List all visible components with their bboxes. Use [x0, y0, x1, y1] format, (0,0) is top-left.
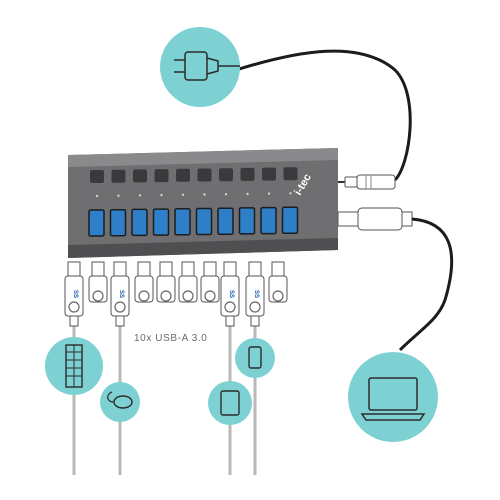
usb-port: [88, 209, 105, 237]
port-switch-button[interactable]: [154, 169, 169, 183]
port-led: [267, 192, 271, 195]
port-led: [138, 194, 142, 197]
mouse-icon: [100, 382, 140, 422]
port-switch-button[interactable]: [262, 167, 276, 181]
port-switch-button[interactable]: [240, 167, 255, 181]
usb-port: [109, 208, 127, 237]
usb-logo-label: SS: [228, 290, 234, 298]
usb-a-plug-cap: [134, 261, 154, 303]
usb-port: [217, 207, 234, 235]
port-switch-button[interactable]: [197, 168, 212, 182]
hub-switch-row: [90, 167, 298, 198]
usb-port: [281, 206, 299, 235]
power-cable: [235, 49, 412, 182]
port-led: [117, 194, 120, 197]
laptop-cable: [398, 217, 454, 352]
port-switch-button[interactable]: [176, 168, 190, 182]
port-switch-button[interactable]: [283, 167, 298, 181]
port-caption: 10x USB-A 3.0: [134, 333, 208, 344]
port-led: [160, 193, 163, 197]
laptop-icon: [348, 352, 438, 442]
usb-plug-icon: [337, 207, 413, 231]
usb-a-plug: SS: [220, 261, 240, 327]
keyboard-icon: [45, 337, 103, 395]
port-switch-button[interactable]: [90, 170, 104, 183]
port-led: [224, 193, 228, 196]
usb-port: [260, 206, 277, 235]
usb-a-plug-cap: [178, 261, 198, 303]
usb-a-plug-cap: [200, 261, 220, 303]
usb-a-plug: SS: [110, 261, 130, 327]
usb-a-plug-cap: [156, 261, 176, 303]
usb-port: [174, 208, 191, 236]
usb-logo-label: SS: [72, 290, 78, 298]
usb-logo-label: SS: [118, 290, 124, 298]
smartphone-icon: [235, 338, 275, 378]
port-led: [95, 194, 99, 198]
port-led: [203, 193, 206, 196]
usb-a-plug-cap: [88, 261, 108, 303]
usb-plug-row: SS SS SS SS: [64, 261, 288, 327]
usb-port: [238, 207, 256, 235]
usb-a-plug: SS: [245, 261, 265, 327]
usb-logo-label: SS: [253, 290, 259, 298]
usb-port: [195, 207, 213, 236]
hub-port-row: [88, 206, 299, 237]
audio-jack-icon: [330, 174, 396, 190]
power-adapter-icon: [160, 27, 240, 107]
port-led: [246, 192, 249, 196]
port-led: [289, 192, 292, 195]
port-led: [181, 193, 185, 196]
port-switch-button[interactable]: [219, 168, 233, 182]
usb-hub: [68, 148, 338, 258]
usb-port: [152, 208, 170, 236]
usb-a-plug: SS: [64, 261, 84, 327]
usb-a-plug-cap: [268, 261, 288, 303]
port-switch-button[interactable]: [133, 169, 147, 183]
usb-port: [131, 208, 148, 237]
tablet-icon: [208, 381, 252, 425]
port-switch-button[interactable]: [111, 169, 126, 183]
